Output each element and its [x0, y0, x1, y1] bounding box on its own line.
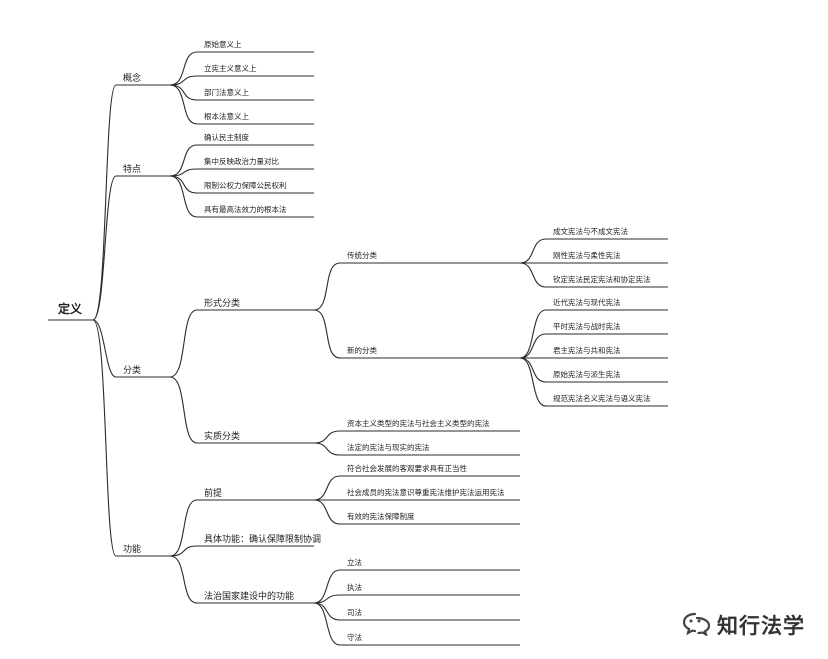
edge-concept-child-2: [169, 75, 198, 86]
edge-new-child-1: [519, 309, 547, 359]
edge-function-to-premise: [169, 499, 198, 557]
node-judiciary-label: 司法: [347, 607, 362, 617]
watermark: 知行法学: [682, 610, 805, 640]
node-normative-nominal-semantic-label: 规范宪法名义宪法与语义宪法: [553, 393, 651, 403]
edge-root-to-function: [92, 319, 117, 557]
edge-rule-of-law-child-4: [313, 602, 341, 646]
edge-traditional-child-1: [519, 238, 547, 264]
edge-features-child-4: [169, 175, 198, 218]
node-substantive-classification-label: 实质分类: [204, 430, 240, 442]
edge-classification-to-formal: [169, 309, 198, 378]
watermark-text: 知行法学: [717, 614, 805, 638]
node-law-abiding-label: 守法: [347, 632, 362, 642]
node-guarantee-system-label: 有效的宪法保障制度: [347, 511, 415, 521]
edge-formal-to-traditional: [313, 262, 341, 311]
node-features-political-forces-label: 集中反映政治力量对比: [204, 156, 279, 166]
edge-formal-to-new: [313, 309, 341, 359]
edge-new-child-4: [519, 357, 547, 383]
node-concept-constitutionalism-label: 立宪主义意义上: [204, 63, 257, 73]
node-written-unwritten-label: 成文宪法与不成文宪法: [553, 226, 628, 236]
node-granted-popular-agreed-label: 钦定宪法民定宪法和协定宪法: [553, 274, 651, 284]
edge-new-child-2: [519, 333, 547, 359]
node-original-derived-label: 原始宪法与派生宪法: [553, 369, 621, 379]
node-specific-function-label: 具体功能：确认保障限制协调: [204, 533, 321, 545]
node-rigid-flexible-label: 刚性宪法与柔性宪法: [553, 250, 621, 260]
node-concept-fundamental-law-label: 根本法意义上: [204, 111, 249, 121]
node-features-democracy-label: 确认民主制度: [204, 132, 249, 142]
root-node-label: 定义: [58, 301, 83, 316]
edge-concept-child-4: [169, 84, 198, 125]
edge-new-child-5: [519, 357, 547, 407]
node-modern-label: 近代宪法与现代宪法: [553, 297, 621, 307]
edge-classification-to-substantive: [169, 376, 198, 444]
edge-rule-of-law-child-1: [313, 569, 341, 604]
edge-substantive-child-2: [313, 442, 341, 456]
edge-root-to-concept: [92, 84, 117, 321]
node-constitutional-awareness-label: 社会成员的宪法意识尊重宪法维护宪法运用宪法: [347, 487, 505, 497]
node-concept-department-law-label: 部门法意义上: [204, 87, 249, 97]
node-premise-label: 前提: [204, 487, 222, 499]
wechat-official-account-icon: [682, 610, 713, 640]
edge-root-to-classification: [92, 319, 117, 378]
node-classification-label: 分类: [123, 364, 141, 376]
edge-premise-child-3: [313, 499, 341, 525]
edge-premise-child-1: [313, 475, 341, 501]
edge-concept-child-1: [169, 51, 198, 86]
node-features-supreme-law-label: 具有最高法效力的根本法: [204, 204, 287, 214]
edge-function-to-rule-of-law: [169, 555, 198, 604]
edge-function-to-specific: [169, 545, 198, 557]
edge-root-to-features: [92, 175, 117, 321]
node-features-limit-power-label: 限制公权力保障公民权利: [204, 180, 287, 190]
node-concept-label: 概念: [123, 72, 141, 84]
node-concept-original-label: 原始意义上: [204, 39, 242, 49]
node-features-label: 特点: [123, 163, 141, 175]
node-formal-classification-label: 形式分类: [204, 297, 240, 309]
node-legitimacy-label: 符合社会发展的客观要求具有正当性: [347, 463, 467, 473]
edge-features-child-1: [169, 144, 198, 177]
node-capitalist-socialist-label: 资本主义类型的宪法与社会主义类型的宪法: [347, 418, 490, 428]
node-new-classification-label: 新的分类: [347, 345, 377, 355]
edge-traditional-child-3: [519, 262, 547, 288]
edge-concept-child-3: [169, 84, 198, 101]
node-legal-actual-label: 法定的宪法与现实的宪法: [347, 442, 430, 452]
edge-features-child-3: [169, 175, 198, 194]
edge-substantive-child-1: [313, 430, 341, 444]
node-legislation-label: 立法: [347, 557, 362, 567]
node-rule-of-law-function-label: 法治国家建设中的功能: [204, 590, 294, 602]
node-peace-war-label: 平时宪法与战时宪法: [553, 321, 621, 331]
node-traditional-label: 传统分类: [347, 250, 377, 260]
edge-rule-of-law-child-3: [313, 602, 341, 621]
node-enforcement-label: 执法: [347, 582, 362, 592]
node-function-label: 功能: [123, 543, 141, 555]
node-monarchy-republic-label: 君主宪法与共和宪法: [553, 345, 621, 355]
